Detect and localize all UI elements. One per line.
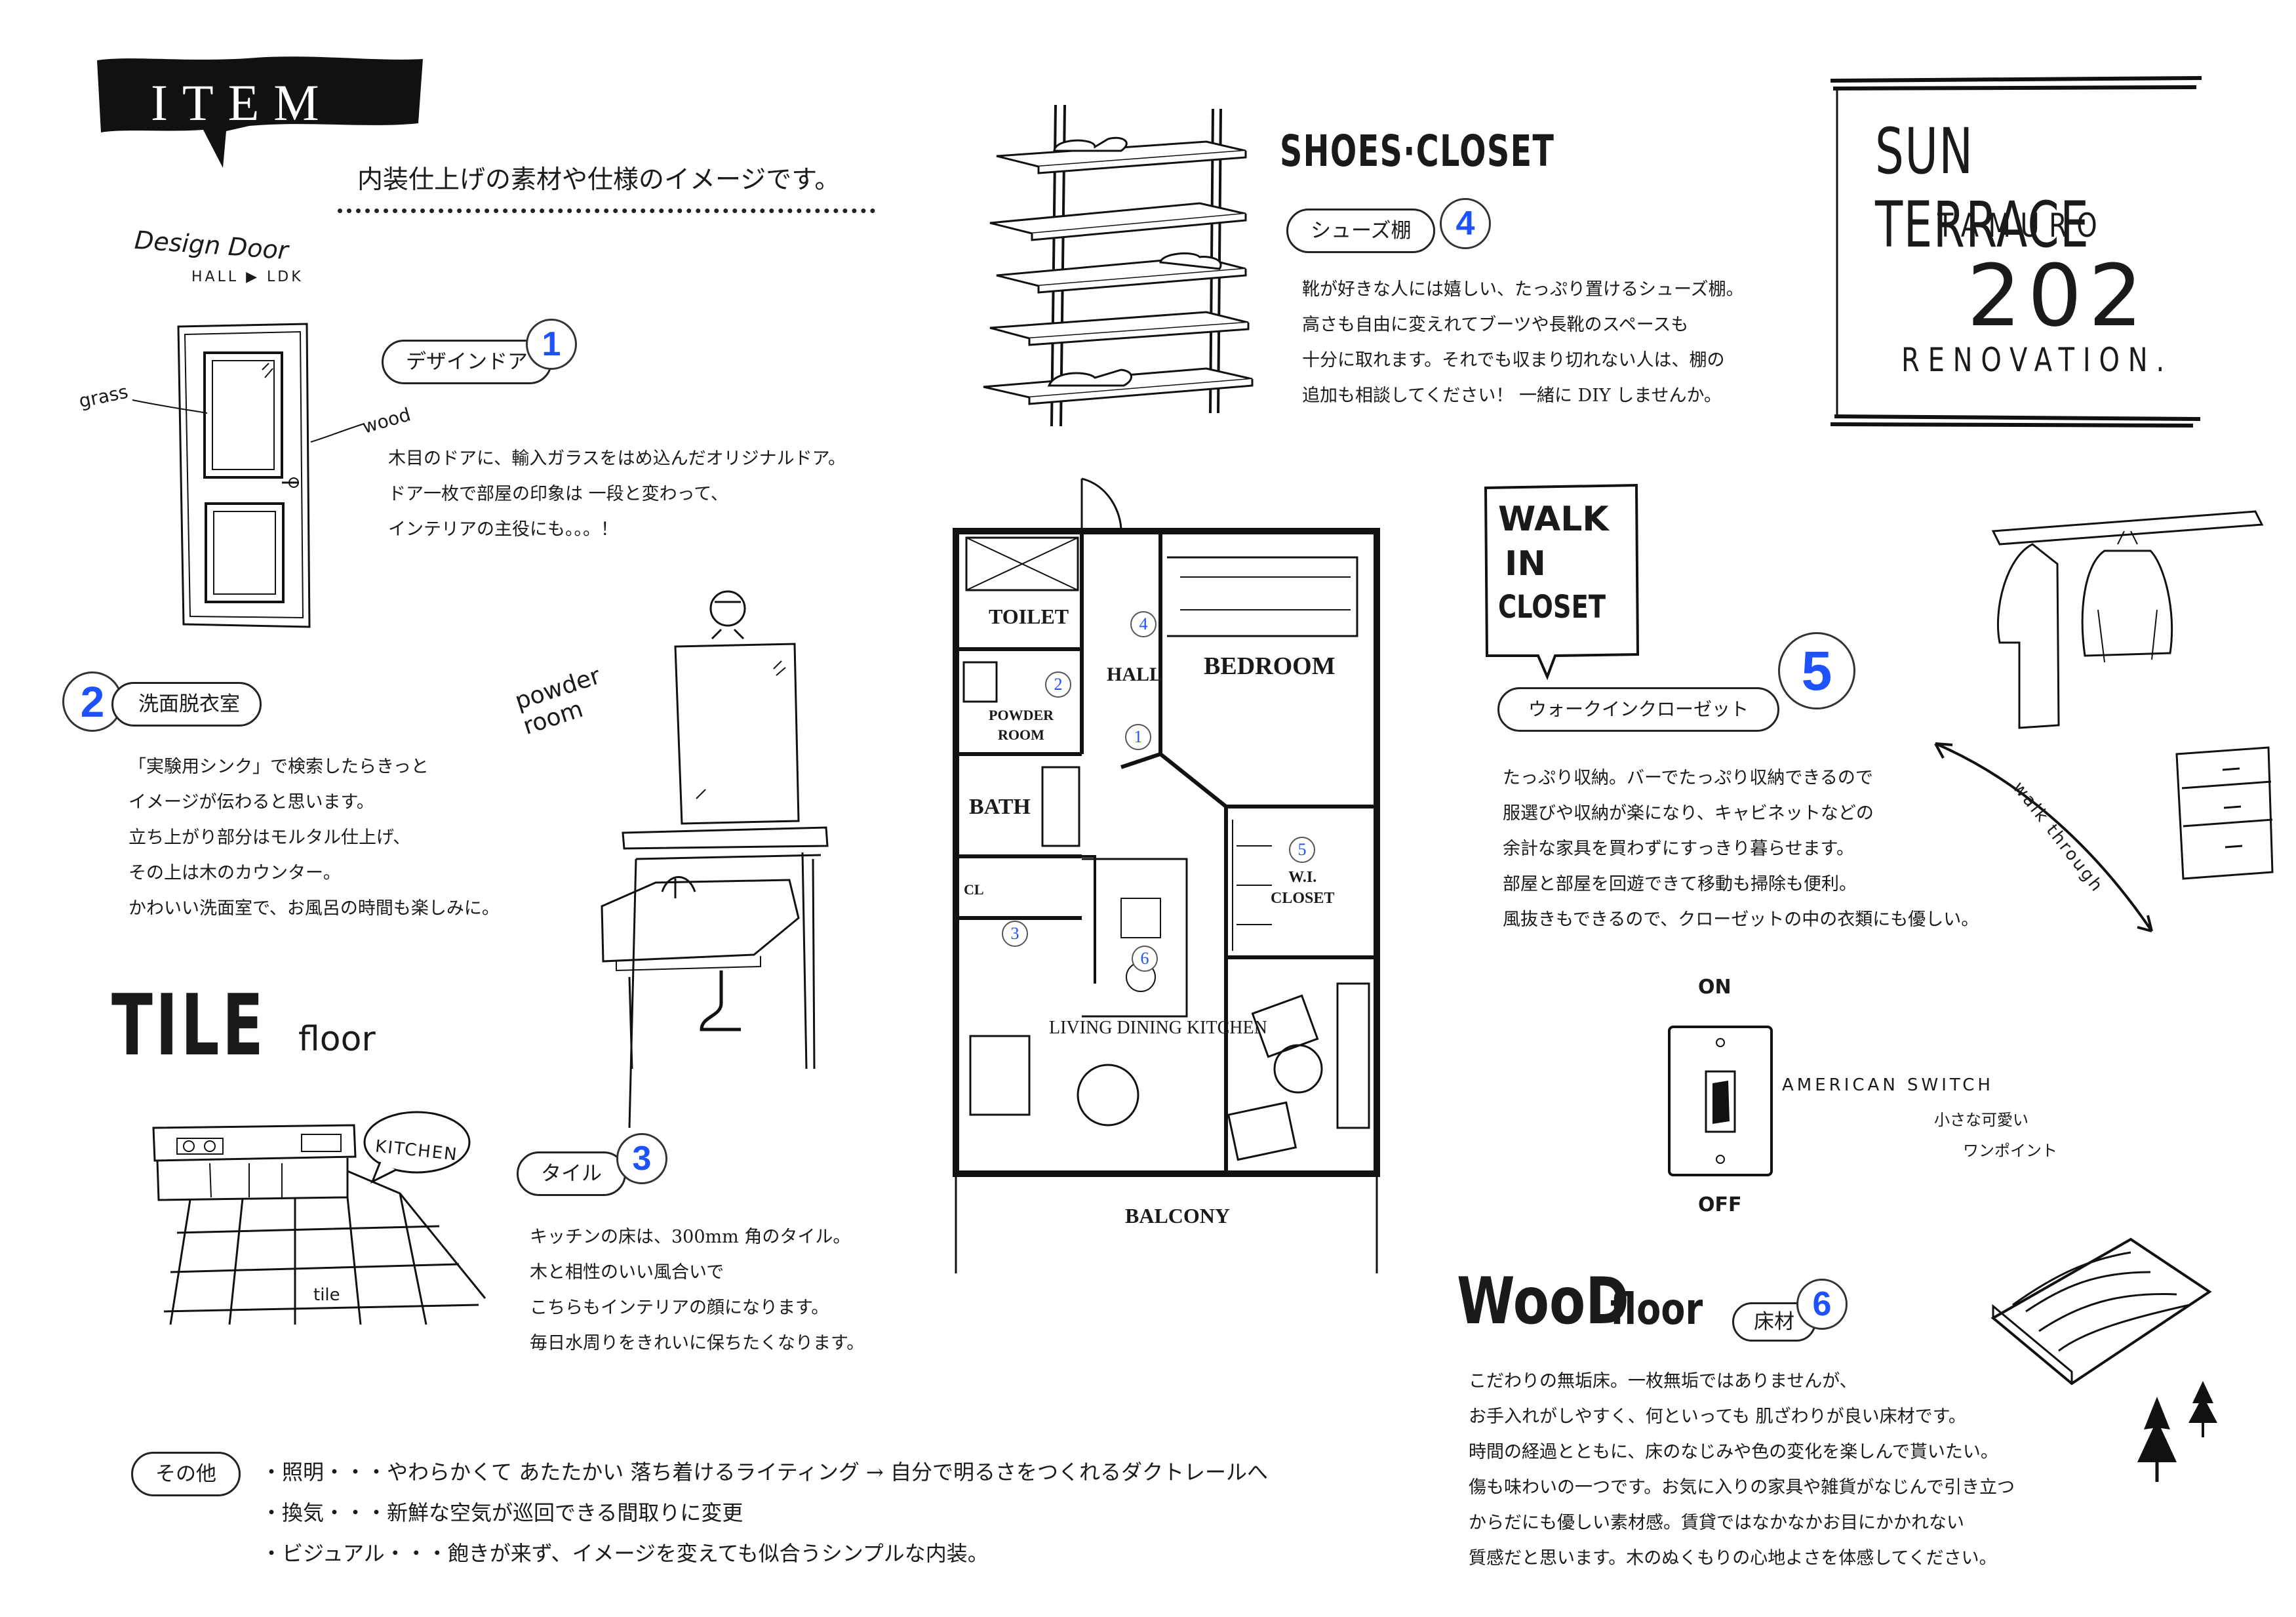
shoe-shelf-sketch: [983, 104, 1254, 427]
other-item-3: ・ビジュアル・・・飽きが来ず、イメージを変えても似合うシンプルな内装。: [261, 1541, 989, 1566]
plan-marker-1: 1: [1125, 724, 1151, 750]
closet-heading-line2: IN: [1505, 544, 1546, 584]
tile-heading-small: floor: [298, 1020, 376, 1059]
wood-heading: WooD: [1457, 1264, 1629, 1339]
plan-bath: BATH: [969, 795, 1031, 819]
other-item-1: ・照明・・・やわらかくて あたたかい 落ち着けるライティング → 自分で明るさを…: [261, 1460, 1268, 1485]
wood-number-badge: 6: [1796, 1279, 1848, 1330]
tile-pill: タイル: [517, 1151, 626, 1196]
page-subtitle: 内装仕上げの素材や仕様のイメージです。: [357, 165, 841, 195]
plan-marker-3: 3: [1002, 921, 1028, 947]
plan-marker-2: 2: [1045, 671, 1071, 698]
wood-plank-sketch: [1990, 1237, 2212, 1386]
powder-pill: 洗面脱衣室: [111, 682, 262, 727]
powder-sink-sketch: [601, 590, 829, 1128]
powder-description: 「実験用シンク」で検索したらきっと イメージが伝わると思います。 立ち上がり部分…: [129, 757, 500, 919]
other-pill: その他: [131, 1452, 241, 1496]
door-sketch-sub: HALL ▶ LDK: [191, 269, 304, 285]
closet-description: たっぷり収納。バーでたっぷり収納できるので 服選びや収納が楽になり、キャビネット…: [1503, 768, 1979, 930]
shoes-pill: シューズ棚: [1286, 209, 1436, 253]
door-number-badge: 1: [526, 319, 577, 370]
switch-off-label: OFF: [1698, 1193, 1742, 1216]
brand-line4: RENOVATION.: [1901, 341, 2173, 379]
plan-wi-closet: W.I. CLOSET: [1271, 869, 1335, 907]
shoes-heading: SHOES·CLOSET: [1280, 126, 1555, 176]
door-label-wood: wood: [359, 403, 414, 438]
plan-marker-4: 4: [1130, 611, 1157, 637]
kitchen-tile-sketch: [152, 1124, 486, 1325]
door-glass-leader: [132, 399, 208, 414]
shoes-number-badge: 4: [1440, 198, 1491, 249]
door-description: 木目のドアに、輸入ガラスをはめ込んだオリジナルドア。 ドア一枚で部屋の印象は 一…: [388, 449, 846, 540]
closet-pill: ウォークインクローゼット: [1497, 687, 1780, 732]
door-sketch-title: Design Door: [133, 225, 289, 266]
plan-cl: CL: [964, 881, 984, 898]
closet-sign: [1484, 483, 1640, 681]
tile-number-badge: 3: [616, 1133, 667, 1184]
wood-pill: 床材: [1732, 1302, 1816, 1342]
wood-description: こだわりの無垢床。一枚無垢ではありませんが、 お手入れがしやすく、何といっても …: [1469, 1371, 2015, 1568]
switch-on-label: ON: [1698, 976, 1732, 999]
plan-ldk: LIVING DINING KITCHEN: [1049, 1018, 1267, 1038]
wood-heading-small: floor: [1610, 1284, 1703, 1334]
brand-line3: 202: [1967, 246, 2150, 346]
tile-sketch-label: tile: [313, 1285, 340, 1305]
switch-note1: 小さな可愛い: [1934, 1111, 2029, 1129]
switch-note2: ワンポイント: [1963, 1142, 2057, 1160]
tile-heading: TILE: [111, 977, 267, 1075]
brand-line1: SUN TERRACE: [1875, 115, 2090, 262]
door-label-glass: grass: [77, 380, 130, 412]
brand-frame: [1830, 76, 2202, 428]
closet-heading-line1: WALK: [1498, 500, 1609, 539]
tile-description: キッチンの床は、300mm 角のタイル。 木と相性のいい風合いで こちらもインテ…: [530, 1227, 865, 1353]
plan-marker-5: 5: [1289, 837, 1315, 863]
door-sketch: [177, 323, 311, 628]
item-title: ITEM: [151, 74, 334, 131]
brand-line2: TAMURO: [1937, 207, 2107, 245]
floor-plan: [953, 477, 1380, 1273]
plan-hall: HALL: [1107, 664, 1163, 685]
plan-powder: POWDER ROOM: [989, 707, 1054, 743]
switch-sketch: [1668, 1026, 1773, 1176]
plan-toilet: TOILET: [989, 605, 1069, 628]
powder-number-badge: 2: [62, 671, 123, 732]
subtitle-dotted-rule: [338, 209, 875, 213]
closet-heading-line3: CLOSET: [1498, 589, 1606, 626]
kitchen-bubble: [363, 1111, 471, 1184]
plan-balcony: BALCONY: [1125, 1204, 1231, 1228]
shoes-description: 靴が好きな人には嬉しい、たっぷり置けるシューズ棚。 高さも自由に変えれてブーツや…: [1302, 279, 1744, 406]
tree-icon: [2137, 1381, 2217, 1482]
plan-bedroom: BEDROOM: [1204, 652, 1336, 680]
closet-clothes-sketch: [1991, 510, 2274, 880]
door-wood-leader: [310, 423, 365, 443]
other-item-2: ・換気・・・新鮮な空気が巡回できる間取りに変更: [261, 1500, 743, 1525]
plan-marker-6: 6: [1132, 946, 1158, 972]
switch-title: AMERICAN SWITCH: [1782, 1075, 1994, 1095]
walk-through-arrow: [1934, 742, 2153, 932]
item-banner: [97, 56, 423, 168]
door-pill: デザインドア: [382, 340, 552, 384]
closet-number-badge: 5: [1778, 632, 1855, 709]
